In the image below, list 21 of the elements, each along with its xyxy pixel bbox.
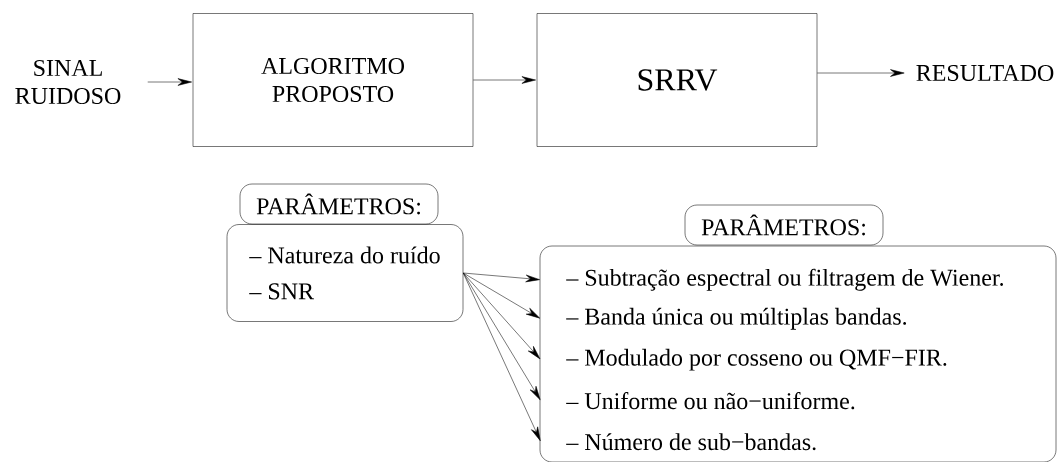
parameter-item: – Subtração espectral ou filtragem de Wiener. — [566, 268, 1003, 291]
arrow — [817, 69, 905, 77]
parameter-item: – Modulado por cosseno ou QMF−FIR. — [566, 348, 947, 371]
parameter-item: – Uniforme ou não−uniforme. — [566, 392, 855, 410]
parameter-box: PARÂMETROS: — [239, 183, 439, 225]
arrow — [463, 272, 541, 401]
list-box — [539, 245, 1057, 462]
arrow — [147, 78, 192, 86]
parameter-item: – Banda única ou múltiplas bandas. — [566, 307, 907, 330]
arrow — [463, 272, 540, 283]
arrow — [473, 76, 536, 84]
arrow — [463, 272, 541, 319]
arrow — [463, 272, 541, 441]
arrow — [463, 272, 541, 360]
process-box: ALGORITMO PROPOSTO — [192, 13, 474, 147]
parameter-box: PARÂMETROS: — [684, 204, 884, 246]
process-box: SRRV — [536, 13, 818, 147]
signal-label: SINAL RUIDOSO — [15, 59, 121, 105]
parameter-item: – Número de sub−bandas. — [566, 433, 816, 451]
parameter-box: – Natureza do ruído – SNR — [226, 224, 464, 322]
output-label: RESULTADO — [916, 64, 1054, 82]
